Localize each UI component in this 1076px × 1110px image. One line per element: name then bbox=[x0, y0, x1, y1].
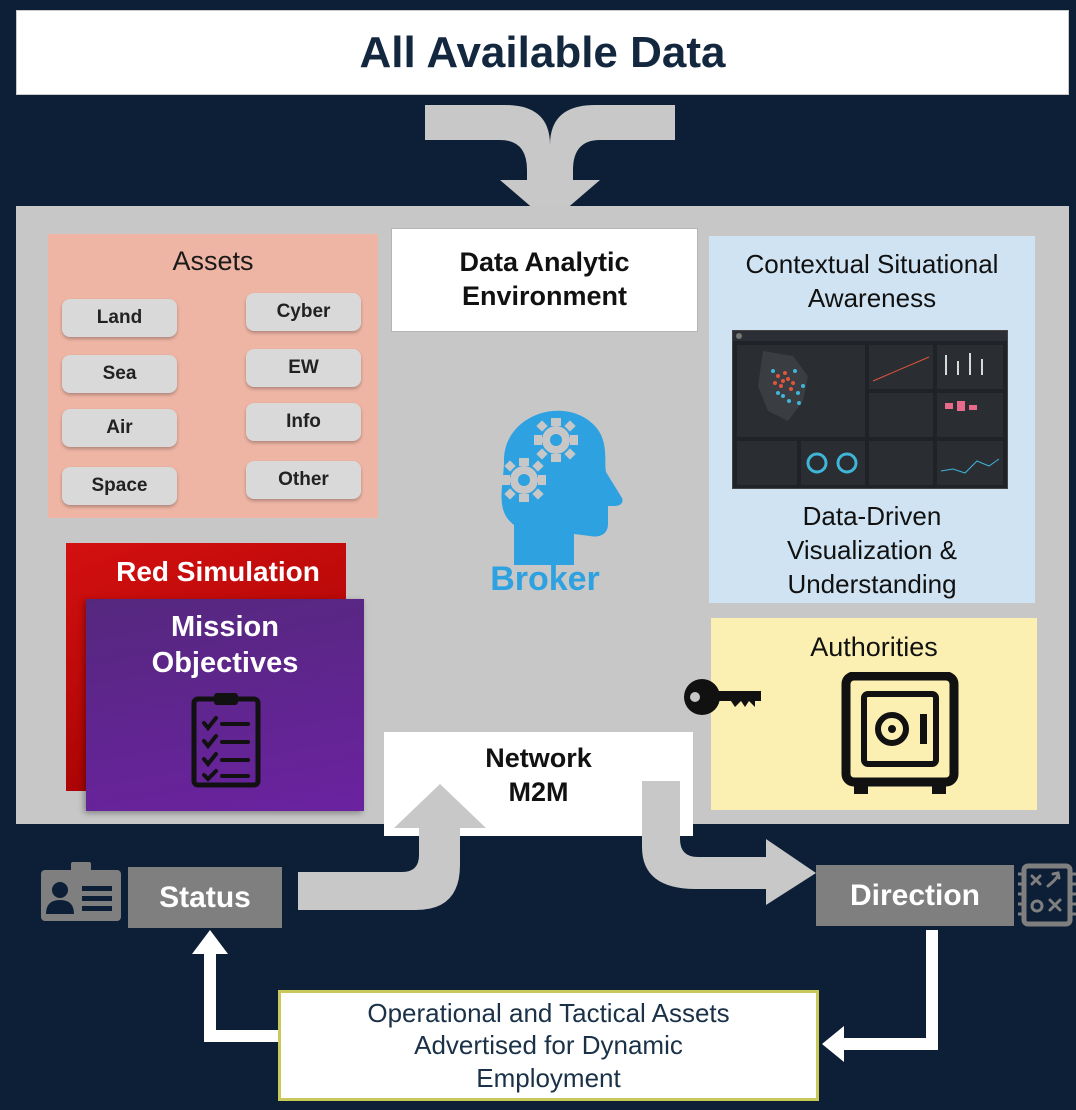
strategy-board-icon bbox=[1018, 863, 1076, 927]
asset-cyber: Cyber bbox=[246, 293, 361, 331]
direction-box: Direction bbox=[816, 865, 1014, 926]
asset-info: Info bbox=[246, 403, 361, 441]
data-analytic-line2: Environment bbox=[461, 281, 628, 311]
page-title: All Available Data bbox=[359, 27, 726, 77]
merge-down-arrow bbox=[425, 105, 675, 223]
mission-line2: Objectives bbox=[151, 647, 299, 680]
mission-objectives-label: Mission Objectives bbox=[86, 609, 364, 682]
dashboard-image bbox=[733, 331, 1007, 485]
red-simulation-label: Red Simulation bbox=[116, 556, 320, 587]
assets-title: Assets bbox=[172, 246, 254, 276]
csa-title: Contextual Situational Awareness bbox=[709, 248, 1035, 316]
csa-title-line1: Contextual Situational bbox=[745, 249, 999, 279]
ops-line2: Advertised for Dynamic bbox=[414, 1030, 683, 1061]
title-box: All Available Data bbox=[16, 10, 1069, 95]
status-box: Status bbox=[128, 867, 282, 928]
safe-icon bbox=[841, 672, 959, 794]
csa-subtitle: Data-Driven Visualization & Understandin… bbox=[709, 500, 1035, 601]
asset-ew: EW bbox=[246, 349, 361, 387]
network-line1: Network bbox=[485, 743, 592, 773]
dashboard-screenshot bbox=[732, 330, 1008, 489]
asset-air: Air bbox=[62, 409, 177, 447]
broker-label: Broker bbox=[490, 560, 600, 598]
csa-title-line2: Awareness bbox=[807, 282, 937, 313]
network-to-direction-arrow bbox=[642, 781, 816, 905]
asset-sea: Sea bbox=[62, 355, 177, 393]
authorities-title: Authorities bbox=[810, 632, 938, 662]
csa-sub-line3: Understanding bbox=[787, 568, 957, 599]
asset-space: Space bbox=[62, 467, 177, 505]
csa-sub-line1: Data-Driven bbox=[802, 501, 942, 531]
data-analytic-box: Data Analytic Environment bbox=[391, 228, 698, 332]
ops-line3: Employment bbox=[476, 1062, 621, 1093]
asset-land: Land bbox=[62, 299, 177, 337]
checklist-icon bbox=[191, 693, 261, 788]
operational-assets-box: Operational and Tactical Assets Advertis… bbox=[278, 990, 819, 1101]
ops-line1: Operational and Tactical Assets bbox=[367, 997, 730, 1028]
key-icon bbox=[684, 679, 761, 715]
id-card-icon bbox=[41, 862, 121, 921]
csa-sub-line2: Visualization & bbox=[786, 534, 958, 565]
network-label: Network M2M bbox=[384, 742, 693, 810]
status-to-network-arrow bbox=[298, 784, 486, 910]
data-analytic-line1: Data Analytic bbox=[459, 247, 630, 278]
brain-gears-icon bbox=[501, 410, 623, 565]
mission-line1: Mission bbox=[171, 611, 279, 643]
network-line2: M2M bbox=[508, 776, 569, 807]
asset-other: Other bbox=[246, 461, 361, 499]
